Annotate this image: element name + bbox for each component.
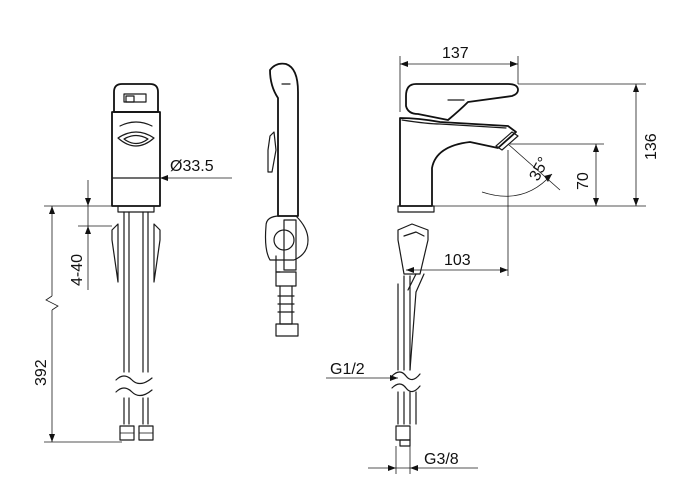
height-total-label: 136 [643,133,660,160]
profile-view: 137 136 70 35° 103 G1/2 G [326,45,660,474]
deck-thickness-label: 4-40 [69,254,86,286]
body-diameter-label: Ø33.5 [170,158,214,175]
thread-inlet-label: G1/2 [330,361,365,378]
outlet-reach-label: 103 [444,252,471,269]
width-reach-label: 137 [442,45,469,62]
thread-connection-label: G3/8 [424,451,459,468]
side-view [264,62,309,337]
front-view: Ø33.5 392 4-40 [33,83,232,443]
height-spout-label: 70 [575,172,592,190]
hose-length-label: 392 [33,359,50,386]
